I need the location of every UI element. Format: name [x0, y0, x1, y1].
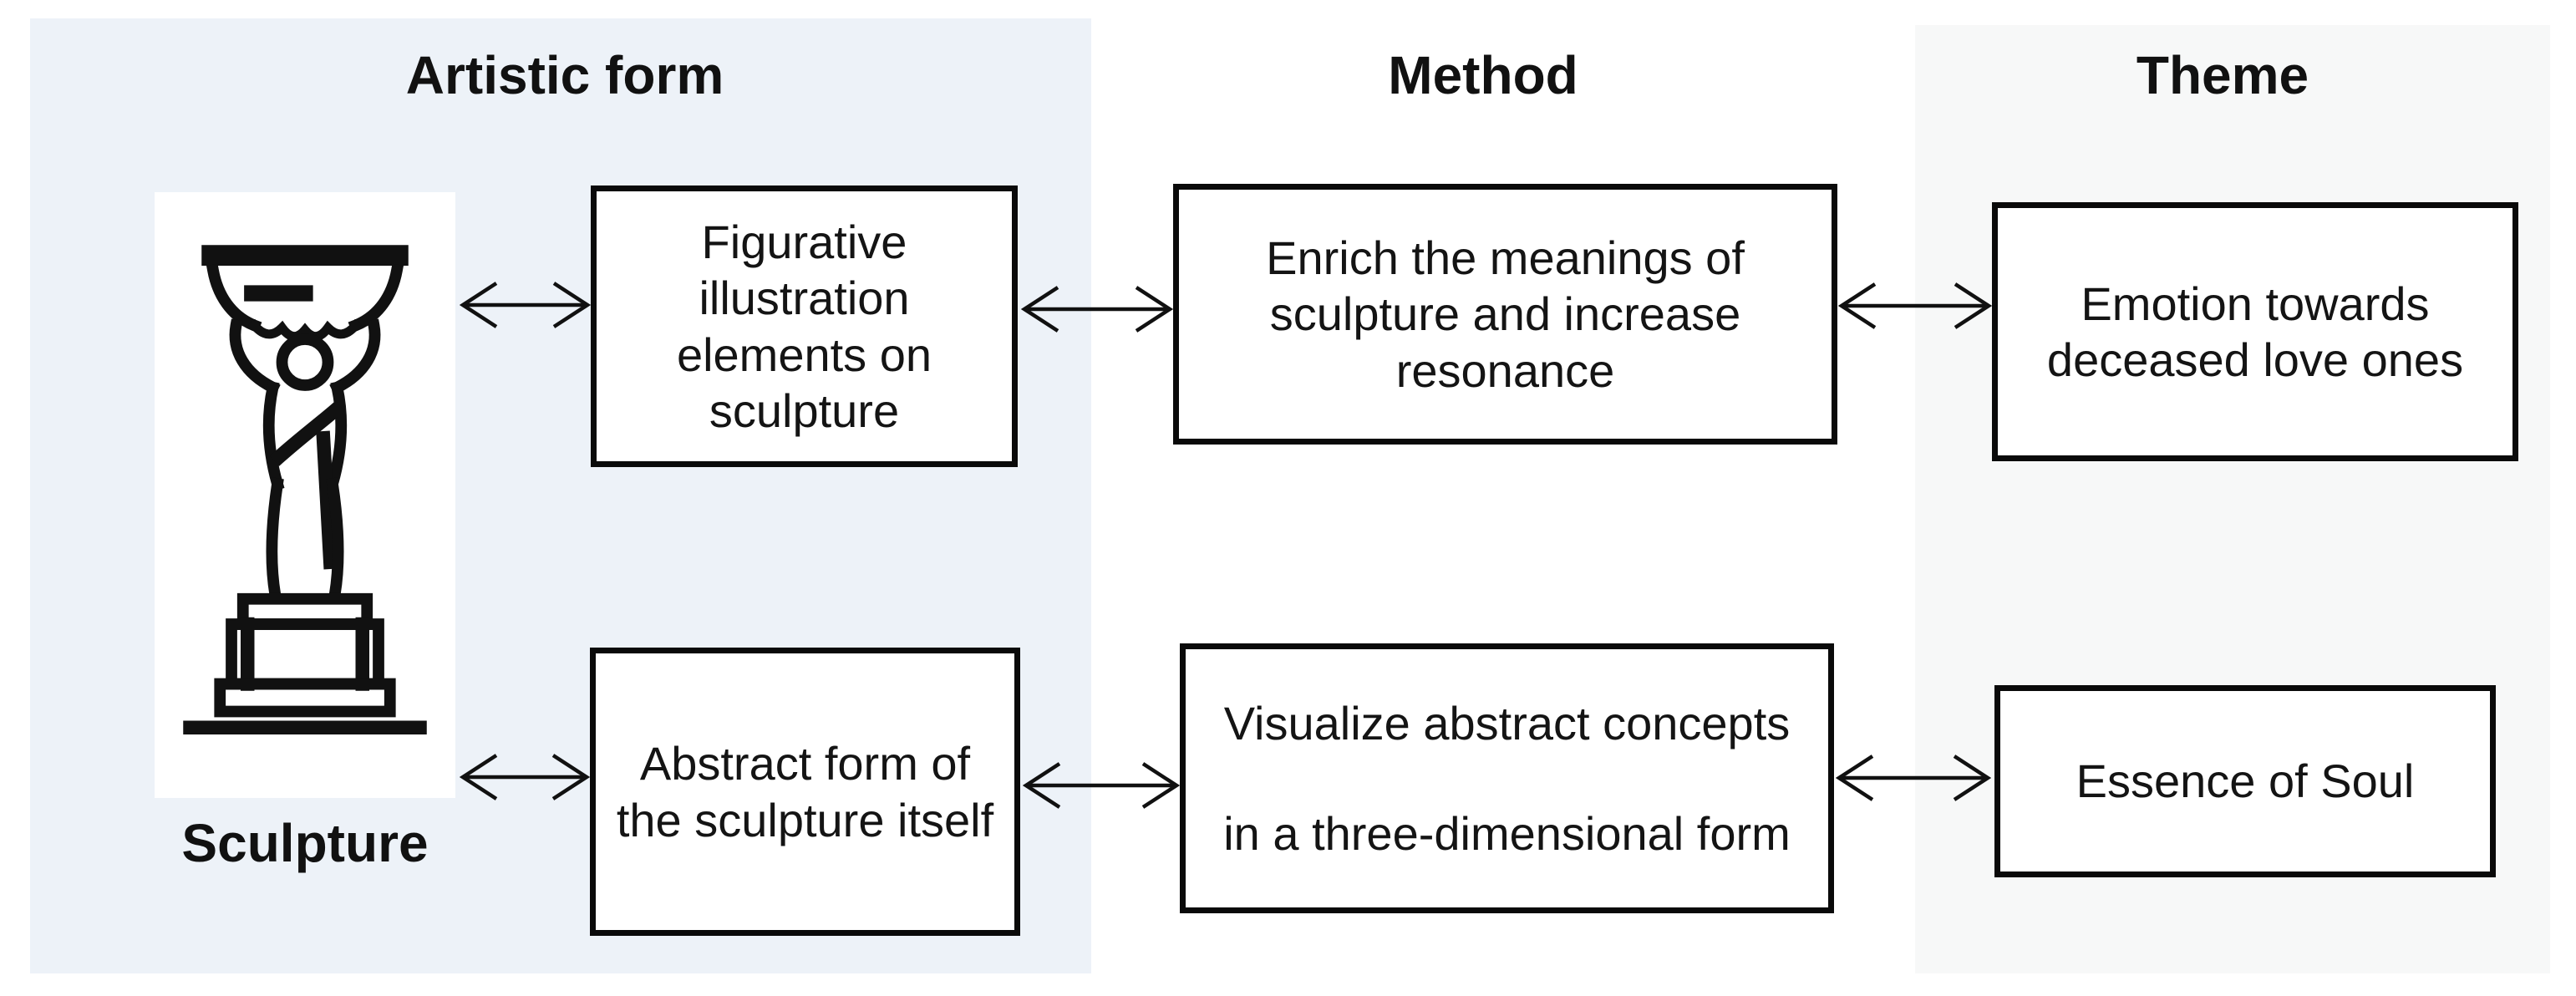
sculpture-icon [183, 244, 427, 734]
column-header-theme: Theme [2136, 45, 2309, 105]
box-figurative-illustration-text: Figurative illustration elements on scul… [676, 216, 932, 437]
box-enrich-meanings: Enrich the meanings of sculpture and inc… [1173, 184, 1837, 445]
box-abstract-form: Abstract form of the sculpture itself [590, 648, 1020, 936]
double-arrow-icon [1838, 282, 1992, 329]
column-header-artistic-form: Artistic form [405, 45, 724, 105]
double-arrow-icon [1836, 755, 1991, 801]
box-essence-of-soul-text: Essence of Soul [2076, 755, 2415, 808]
column-header-method: Method [1388, 45, 1578, 105]
box-visualize-abstract: Visualize abstract concepts in a three-d… [1180, 643, 1834, 913]
double-arrow-icon [460, 754, 590, 800]
double-arrow-icon [1021, 286, 1173, 333]
double-arrow-icon [460, 282, 591, 328]
double-arrow-icon [1023, 762, 1180, 809]
sculpture-icon-card [155, 192, 455, 798]
box-enrich-meanings-text: Enrich the meanings of sculpture and inc… [1266, 231, 1745, 397]
box-emotion-towards-text: Emotion towards deceased love ones [2046, 277, 2464, 386]
box-abstract-form-text: Abstract form of the sculpture itself [616, 737, 994, 846]
box-essence-of-soul: Essence of Soul [1994, 685, 2496, 877]
box-emotion-towards: Emotion towards deceased love ones [1992, 202, 2518, 461]
box-visualize-abstract-text: Visualize abstract concepts in a three-d… [1223, 696, 1791, 860]
sculpture-label: Sculpture [181, 813, 429, 873]
box-figurative-illustration: Figurative illustration elements on scul… [591, 185, 1018, 467]
